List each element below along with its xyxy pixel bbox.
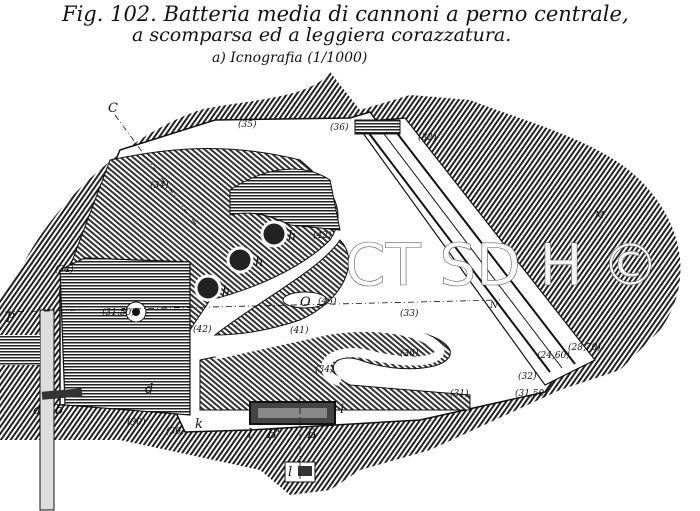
elev-34b: (34): [55, 264, 74, 275]
gun-emplacement: [59, 257, 191, 416]
figure-title: Fig. 102. Batteria media di cannoni a pe…: [62, 2, 629, 26]
access-road: [39, 309, 55, 511]
elev-28-70: (28,70): [568, 342, 601, 353]
elev-33: (33): [400, 308, 419, 319]
label-M: M: [594, 211, 605, 221]
watermark: CT SD H ©: [345, 231, 659, 299]
elev-35: (35): [238, 119, 257, 130]
elev-36: (36): [330, 122, 349, 133]
label-P: P: [5, 311, 15, 326]
elev-30: (30): [127, 417, 146, 428]
elev-34: (34): [150, 180, 169, 191]
label-i: i: [340, 402, 344, 417]
elev-34c: (34): [315, 364, 334, 375]
elev-32: (32): [418, 132, 437, 143]
figure-title-line2: a scomparsa ed a leggiera corazzatura.: [132, 24, 512, 46]
label-b: b: [55, 403, 63, 418]
label-l2: l: [288, 465, 292, 480]
label-h3: h: [288, 229, 296, 244]
label-C: C: [108, 101, 118, 116]
figure-subtitle: a) Icnografia (1/1000): [212, 50, 368, 66]
elev-36b: (36): [400, 348, 419, 359]
elev-42: (42): [313, 230, 332, 241]
label-l1: l: [248, 427, 252, 442]
tongue-traverse: [213, 239, 350, 336]
elev-31: (31): [450, 388, 469, 399]
shelter-o: [282, 291, 328, 309]
elev-32b: (32): [518, 371, 537, 382]
elev-31-50: (31,50): [515, 388, 548, 399]
label-d: d: [145, 382, 153, 397]
label-B-prime: B': [266, 427, 280, 442]
label-O: O: [300, 295, 311, 310]
label-h1: h: [222, 284, 230, 299]
elev-41: (41): [290, 325, 309, 336]
label-h2: h: [255, 255, 263, 270]
label-N: N: [489, 301, 499, 311]
elev-45: (45): [318, 296, 337, 307]
plan-labels: C P N M h h h O a b d k i l l B' B (35) …: [5, 101, 605, 480]
gun-wells: [194, 220, 288, 302]
label-k: k: [195, 417, 203, 432]
diagonal-gallery: [353, 117, 596, 386]
label-a: a: [33, 403, 41, 418]
casemates: [229, 168, 341, 231]
elev-24-60: (24,60): [537, 350, 570, 361]
elev-30b: (30): [166, 426, 185, 437]
section-lines: [4, 114, 501, 480]
elev-42b: (42): [193, 324, 212, 335]
label-B: B: [306, 427, 317, 442]
elev-31-50-center: (31,50): [102, 307, 135, 318]
